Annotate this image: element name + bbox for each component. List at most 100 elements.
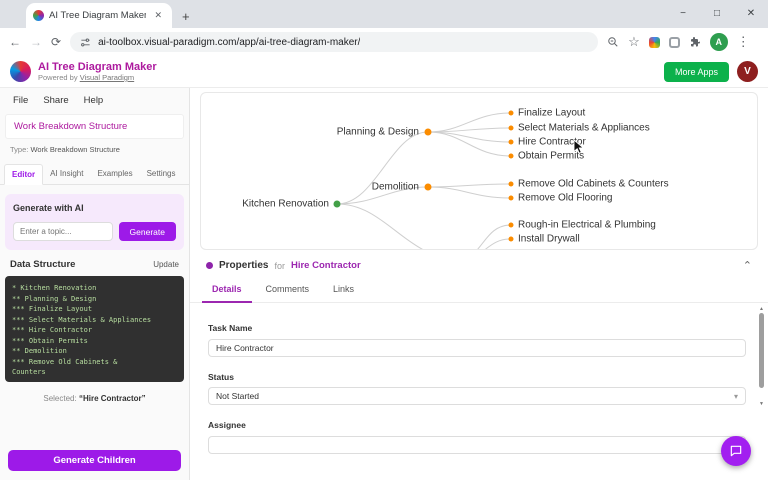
favicon-icon [33, 10, 44, 21]
tab-links[interactable]: Links [333, 284, 355, 294]
bookmark-star-icon[interactable]: ☆ [628, 34, 640, 49]
code-line: *** Select Materials & Appliances [12, 315, 152, 324]
user-avatar[interactable]: V [737, 61, 758, 82]
tree-node-leaf[interactable]: Remove Old Flooring [518, 192, 613, 204]
back-button[interactable]: ← [9, 35, 21, 49]
tab-strip: AI Tree Diagram Maker ✕ + − □ ✕ [0, 0, 768, 28]
node-dot-leaf[interactable] [508, 125, 514, 131]
properties-panel: Properties for Hire Contractor ⌃ Details… [190, 250, 768, 480]
tab-examples[interactable]: Examples [97, 169, 133, 178]
browser-tab[interactable]: AI Tree Diagram Maker ✕ [26, 3, 172, 28]
node-dot-leaf[interactable] [508, 139, 514, 145]
generate-ai-panel: Generate with AI Generate [5, 194, 184, 250]
close-button[interactable]: ✕ [746, 8, 756, 19]
tab-close-button[interactable]: ✕ [154, 10, 162, 20]
extensions-puzzle-icon[interactable] [689, 36, 701, 48]
diagram-canvas[interactable]: Kitchen Renovation Planning & Design Dem… [200, 92, 758, 250]
scrollbar-thumb[interactable] [759, 313, 764, 389]
properties-scrollbar[interactable]: ▲ ▼ [758, 306, 765, 470]
chat-fab-button[interactable] [721, 436, 751, 466]
profile-avatar[interactable]: A [709, 33, 728, 51]
new-tab-button[interactable]: + [182, 9, 190, 24]
forward-button[interactable]: → [30, 35, 42, 49]
window-controls: − □ ✕ [666, 0, 768, 28]
node-dot-leaf[interactable] [508, 181, 514, 187]
diagram-type: Type: Work Breakdown Structure [10, 145, 120, 154]
code-line: *** Finalize Layout [12, 305, 93, 313]
tree-edges [336, 112, 512, 249]
chat-bubble-icon [730, 445, 742, 457]
assignee-label: Assignee [208, 420, 246, 430]
node-dot-leaf[interactable] [508, 110, 514, 116]
node-dot-leaf[interactable] [508, 195, 514, 201]
status-label: Status [208, 372, 234, 382]
tree-node-leaf[interactable]: Rough-in Electrical & Plumbing [518, 219, 656, 231]
tab-title: AI Tree Diagram Maker [49, 10, 147, 21]
app-logo-icon [10, 61, 31, 82]
properties-target-link[interactable]: Hire Contractor [290, 260, 361, 271]
tab-ai-insight[interactable]: AI Insight [50, 169, 84, 178]
node-dot-leaf[interactable] [508, 236, 514, 242]
properties-form: Task Name Status Not Started ▾ Assignee [190, 303, 768, 454]
tab-details[interactable]: Details [202, 278, 252, 303]
tree-node-leaf[interactable]: Obtain Permits [518, 150, 585, 162]
task-name-label: Task Name [208, 323, 253, 333]
node-dot-branch[interactable] [424, 128, 432, 136]
tree-node-leaf[interactable]: Install Drywall [518, 233, 580, 245]
code-line: *** Remove Old Cabinets & [12, 357, 118, 366]
generate-button[interactable]: Generate [118, 222, 176, 241]
tree-node-branch[interactable]: Demolition [371, 181, 419, 193]
document-title[interactable]: Work Breakdown Structure [5, 114, 184, 139]
assignee-input[interactable] [208, 436, 746, 454]
data-structure-title: Data Structure [10, 259, 76, 270]
menu-help[interactable]: Help [83, 95, 104, 106]
browser-menu-icon[interactable]: ⋮ [736, 34, 750, 49]
generate-ai-title: Generate with AI [13, 203, 84, 213]
extension-icon-gray[interactable] [668, 36, 680, 48]
main-area: Kitchen Renovation Planning & Design Dem… [190, 88, 768, 480]
tab-settings[interactable]: Settings [146, 169, 176, 178]
status-select[interactable]: Not Started ▾ [208, 387, 746, 405]
site-settings-icon[interactable] [80, 37, 91, 48]
powered-by: Powered by Visual Paradigm [38, 73, 135, 82]
properties-tabs: Details Comments Links [190, 278, 768, 303]
url-text: ai-toolbox.visual-paradigm.com/app/ai-tr… [98, 36, 361, 48]
code-line: * Kitchen Renovation [12, 284, 97, 292]
scroll-up-icon[interactable]: ▲ [759, 306, 764, 312]
zoom-icon[interactable] [607, 36, 619, 48]
scroll-down-icon[interactable]: ▼ [759, 401, 764, 408]
refresh-button[interactable]: ⟳ [51, 35, 62, 49]
data-structure-editor[interactable]: * Kitchen Renovation ** Planning & Desig… [5, 276, 184, 382]
address-bar[interactable]: ai-toolbox.visual-paradigm.com/app/ai-tr… [70, 32, 599, 52]
extension-icon-colored[interactable] [648, 36, 660, 48]
tree-node-leaf[interactable]: Finalize Layout [518, 107, 586, 119]
sidebar: File Share Help Work Breakdown Structure… [0, 88, 190, 480]
node-dot-leaf[interactable] [508, 222, 514, 228]
tree-node-root[interactable]: Kitchen Renovation [242, 198, 329, 210]
menu-share[interactable]: Share [43, 95, 69, 106]
update-button[interactable]: Update [153, 260, 179, 269]
tab-editor[interactable]: Editor [4, 164, 44, 185]
properties-title: Properties [219, 260, 269, 271]
task-name-input[interactable] [208, 339, 746, 357]
collapse-chevron-icon[interactable]: ⌃ [742, 260, 752, 272]
menu-file[interactable]: File [13, 95, 29, 106]
node-dot-leaf[interactable] [508, 153, 514, 159]
more-apps-button[interactable]: More Apps [663, 61, 729, 82]
code-line: *** Obtain Permits [12, 336, 88, 345]
app-menubar: File Share Help [0, 88, 189, 111]
node-dot-root[interactable] [333, 200, 341, 208]
topic-input[interactable] [13, 222, 113, 241]
app-header: AI Tree Diagram Maker Powered by Visual … [0, 56, 768, 88]
visual-paradigm-link[interactable]: Visual Paradigm [79, 73, 135, 82]
node-dot-branch[interactable] [424, 183, 432, 191]
tree-node-leaf[interactable]: Remove Old Cabinets & Counters [518, 178, 669, 190]
tab-comments[interactable]: Comments [265, 284, 310, 294]
maximize-button[interactable]: □ [713, 8, 721, 19]
tree-node-leaf-selected[interactable]: Hire Contractor [518, 136, 586, 148]
minimize-button[interactable]: − [680, 8, 686, 19]
generate-children-button[interactable]: Generate Children [8, 450, 181, 471]
tree-node-branch[interactable]: Planning & Design [336, 126, 419, 138]
tree-node-leaf[interactable]: Select Materials & Appliances [518, 122, 650, 134]
